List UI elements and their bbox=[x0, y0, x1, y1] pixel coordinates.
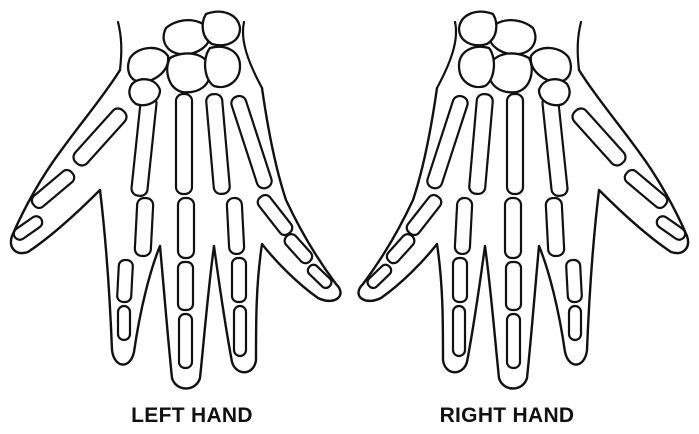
right-middle-metacarpal bbox=[507, 94, 523, 194]
right-middle-proximal-phalanx bbox=[505, 198, 521, 258]
right-carpal-triquetrum bbox=[459, 12, 496, 46]
right-hand-skeleton bbox=[352, 0, 699, 400]
right-carpal-hamate bbox=[459, 47, 494, 87]
left-forearm-line-right bbox=[243, 22, 262, 88]
right-ring-proximal-phalanx bbox=[455, 198, 473, 255]
left-carpal-capitate bbox=[167, 53, 210, 92]
left-middle-middle-phalanx bbox=[178, 262, 193, 310]
right-middle-distal-phalanx bbox=[507, 314, 520, 368]
right-index-distal-phalanx bbox=[569, 306, 581, 340]
left-index-proximal-phalanx bbox=[134, 198, 153, 257]
left-forearm-line-left bbox=[118, 22, 121, 70]
right-index-proximal-phalanx bbox=[545, 198, 564, 257]
left-ring-distal-phalanx bbox=[234, 306, 246, 356]
right-index-middle-phalanx bbox=[566, 260, 582, 303]
right-forearm-line-right bbox=[578, 22, 581, 70]
right-middle-middle-phalanx bbox=[506, 262, 521, 310]
right-forearm-line-left bbox=[437, 22, 456, 88]
right-ring-distal-phalanx bbox=[453, 306, 465, 356]
left-ring-middle-phalanx bbox=[232, 258, 246, 302]
right-hand-caption: RIGHT HAND bbox=[377, 404, 637, 428]
right-carpal-trapezium bbox=[539, 79, 570, 105]
left-carpal-trapezium bbox=[129, 79, 160, 105]
left-hand-skeleton bbox=[0, 0, 347, 400]
left-index-distal-phalanx bbox=[118, 306, 130, 340]
left-ring-proximal-phalanx bbox=[227, 198, 245, 255]
left-middle-proximal-phalanx bbox=[178, 198, 194, 258]
left-carpal-hamate bbox=[205, 47, 240, 87]
left-index-middle-phalanx bbox=[117, 260, 133, 303]
right-ring-middle-phalanx bbox=[453, 258, 467, 302]
left-middle-distal-phalanx bbox=[179, 314, 192, 368]
left-middle-metacarpal bbox=[176, 94, 192, 194]
right-carpal-capitate bbox=[489, 53, 532, 92]
left-hand-caption: LEFT HAND bbox=[62, 404, 322, 428]
left-carpal-triquetrum bbox=[203, 12, 240, 46]
